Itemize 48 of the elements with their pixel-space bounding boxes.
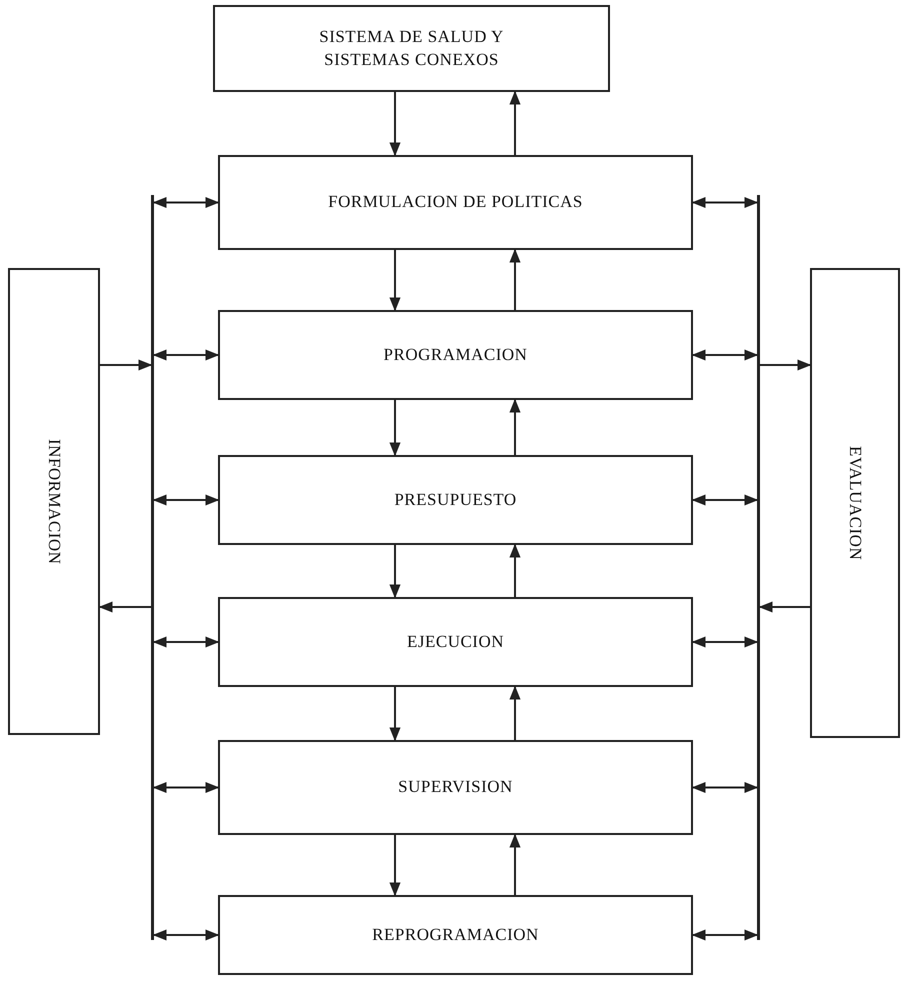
bus-line xyxy=(757,195,760,940)
arrow xyxy=(760,359,812,371)
box-label: EJECUCION xyxy=(406,630,504,653)
box-label: FORMULACION DE POLITICAS xyxy=(328,191,583,214)
box-label: SISTEMA DE SALUD Y SISTEMAS CONEXOS xyxy=(318,26,505,70)
process-box xyxy=(218,310,693,400)
process-box xyxy=(218,155,693,250)
arrow xyxy=(389,545,401,598)
box-label: REPROGRAMACION xyxy=(372,924,539,946)
process-box xyxy=(218,455,693,545)
box-label: PROGRAMACION xyxy=(384,344,528,366)
arrow xyxy=(692,196,758,208)
arrow xyxy=(389,250,401,312)
process-box xyxy=(8,268,100,735)
arrow xyxy=(692,782,758,794)
arrow xyxy=(389,92,401,156)
arrow xyxy=(692,929,758,941)
arrow xyxy=(509,686,521,740)
arrow xyxy=(509,398,521,455)
arrow xyxy=(152,494,220,506)
arrow xyxy=(389,400,401,456)
arrow xyxy=(692,349,758,361)
arrow xyxy=(692,636,758,648)
bus-line xyxy=(151,195,154,940)
arrow xyxy=(100,359,152,371)
arrow xyxy=(152,636,220,648)
arrow xyxy=(98,601,151,613)
arrow xyxy=(758,601,810,613)
arrow xyxy=(152,782,220,794)
box-label: INFORMACION xyxy=(44,438,66,564)
arrow xyxy=(389,687,401,742)
arrow xyxy=(152,929,220,941)
process-box xyxy=(218,895,693,975)
process-box xyxy=(213,5,610,92)
box-label: PRESUPUESTO xyxy=(394,488,517,511)
arrow xyxy=(509,834,521,895)
arrow xyxy=(509,248,521,310)
box-label: SUPERVISION xyxy=(398,776,513,798)
arrow xyxy=(509,544,521,597)
arrow xyxy=(509,90,521,155)
arrow xyxy=(389,835,401,896)
process-box xyxy=(810,268,900,738)
arrow xyxy=(152,349,220,361)
process-box xyxy=(218,597,693,687)
arrow xyxy=(152,196,220,208)
arrow xyxy=(692,494,758,506)
box-label: EVALUACION xyxy=(845,446,866,560)
process-box xyxy=(218,740,693,835)
